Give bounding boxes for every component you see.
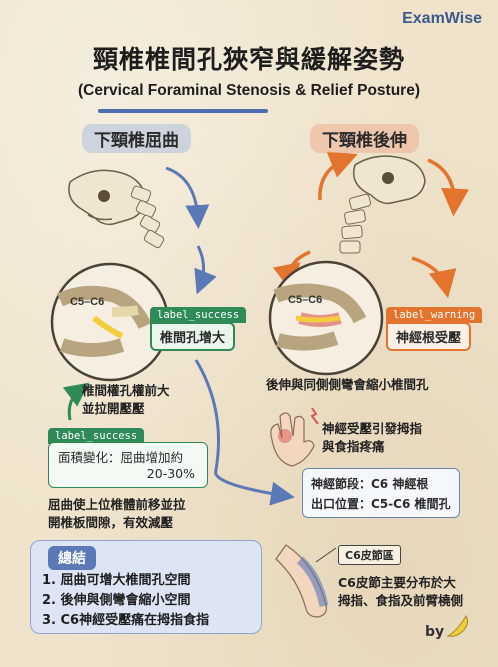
flexion-note-line1: 椎間權孔權前大 (82, 383, 170, 398)
flexion-effect-line1: 屈曲使上位椎體前移並拉 (48, 497, 186, 512)
dermatome-line2: 拇指、食指及前臂橈側 (338, 593, 464, 608)
summary-item: 1. 屈曲可增大椎間孔空間 (42, 573, 191, 588)
flow-arrow-to-nerve (194, 359, 295, 506)
footer-by: by (425, 624, 445, 640)
flexion-note: 椎間權孔權前大 並拉開壓壓 (82, 382, 170, 418)
foramen-compressed-zoom (268, 260, 384, 376)
extension-caption: 後伸與同側側彎會縮小椎間孔 (266, 377, 429, 392)
brand-logo: ExamWise (402, 10, 482, 27)
level-label-right: C5–C6 (288, 294, 323, 306)
skull-flexion-illustration (68, 169, 146, 226)
area-change-percent: 20-30% (146, 466, 195, 481)
nerve-exit: 出口位置：C5-C6 椎間孔 (311, 497, 451, 511)
nerve-info-box: 神經節段：C6 神經根 出口位置：C5-C6 椎間孔 (302, 468, 460, 518)
level-label-left: C5–C6 (70, 296, 105, 308)
banana-icon (446, 615, 469, 637)
status-badge-success: label_success (150, 307, 247, 323)
summary-item: 3. C6神經受壓痛在拇指食指 (42, 613, 210, 628)
cervical-spine-flexed (130, 185, 165, 249)
arm-dermatome-icon (275, 544, 337, 618)
flexion-arrow-top (165, 166, 210, 229)
dermatome-tag: C6皮節區 (338, 545, 401, 565)
extension-arrow-right-down (427, 158, 469, 217)
section-title-extension: 下頸椎後伸 (310, 124, 419, 153)
extension-arrow-right-lower (411, 256, 457, 299)
flexion-effect-line2: 開椎板間隙，有效減壓 (48, 515, 174, 530)
area-badge: label_success (48, 428, 145, 444)
flexion-arrow-mid (194, 245, 217, 295)
page-subtitle: (Cervical Foraminal Stenosis & Relief Po… (78, 82, 420, 99)
symptom-line2: 與食指疼痛 (322, 439, 385, 454)
area-change-text: 面積變化：屈曲增加約 (58, 450, 184, 465)
status-badge-warning: label_warning (386, 307, 483, 323)
dermatome-line1: C6皮節主要分布於大 (338, 575, 456, 590)
title-underline (98, 109, 268, 113)
summary-item: 2. 後伸與側彎會縮小空間 (42, 593, 191, 608)
enlarge-indicator-arrow (62, 382, 90, 421)
symptom-line1: 神經受壓引發拇指 (322, 421, 423, 436)
hand-pain-icon (270, 407, 319, 467)
summary-list: 1. 屈曲可增大椎間孔空間 2. 後伸與側彎會縮小空間 3. C6神經受壓痛在拇… (42, 571, 209, 631)
section-title-flexion: 下頸椎屈曲 (82, 124, 191, 153)
cervical-spine-extended (339, 193, 372, 254)
result-compressed: 神經根受壓 (386, 322, 472, 351)
skull-extension-illustration (353, 155, 426, 205)
nerve-segment: 神經節段：C6 神經根 (311, 477, 429, 491)
symptom-note: 神經受壓引發拇指 與食指疼痛 (322, 420, 422, 456)
page-title: 頸椎椎間孔狹窄與緩解姿勢 (92, 45, 405, 74)
summary-title: 總結 (48, 546, 96, 570)
dermatome-note: C6皮節主要分布於大 拇指、食指及前臂橈側 (338, 574, 463, 610)
result-enlarged: 椎間孔增大 (150, 322, 236, 351)
flexion-effect: 屈曲使上位椎體前移並拉 開椎板間隙，有效減壓 (48, 496, 186, 532)
extension-arrow-left-up (318, 151, 358, 201)
flexion-note-line2: 並拉開壓壓 (82, 401, 145, 416)
area-change-box: 面積變化：屈曲增加約 20-30% (48, 442, 208, 488)
